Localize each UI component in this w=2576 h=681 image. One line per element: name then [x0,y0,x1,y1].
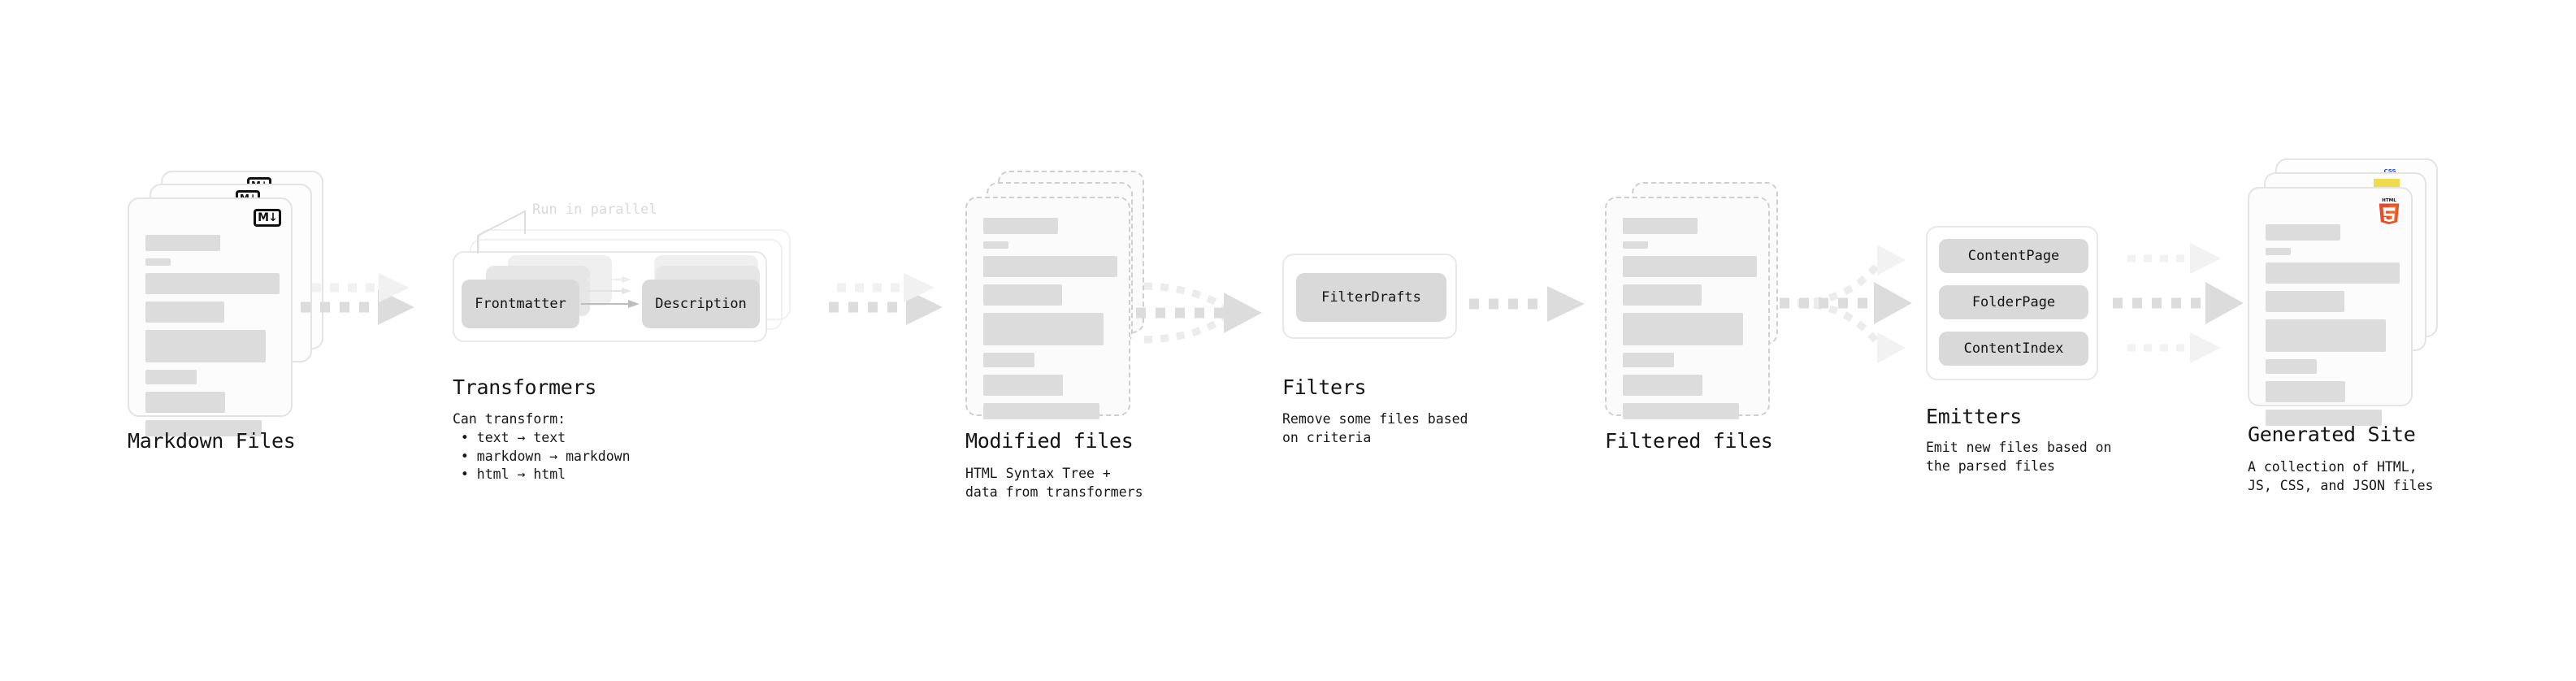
markdown-icon: M↓ [254,209,281,227]
modified-card-front [965,197,1130,419]
html5-icon: HTML [2379,198,2400,224]
arrow-filters-to-filtered [1469,286,1585,322]
svg-text:HTML: HTML [2382,198,2396,203]
emitters-title: Emitters [1926,405,2023,428]
site-skeleton-bars [2266,224,2400,433]
generated-site-subtitle: A collection of HTML, JS, CSS, and JSON … [2248,459,2434,493]
filtered-files-title: Filtered files [1605,429,1773,453]
arrow-emitters-to-site [2113,243,2244,363]
arrow-transformers-to-modified [829,273,943,325]
emitters-pill-contentpage[interactable]: ContentPage [1939,239,2088,273]
transformers-pill-frontmatter[interactable]: Frontmatter [462,280,579,328]
markdown-files-title: Markdown Files [128,429,296,453]
transformers-title: Transformers [453,375,597,399]
filters-pill-filterdrafts[interactable]: FilterDrafts [1296,273,1446,322]
run-in-parallel-label: Run in parallel [532,202,657,218]
modified-files-title: Modified files [965,429,1134,453]
transformers-inner-arrows [581,276,640,308]
transformers-pill-description[interactable]: Description [642,280,760,328]
emitters-pill-folderpage[interactable]: FolderPage [1939,285,2088,319]
transformers-subtitle: Can transform: • text → text • markdown … [453,411,631,483]
modified-skeleton-bars [983,218,1117,427]
emitters-group: ContentPage FolderPage ContentIndex [1926,226,2098,380]
filtered-card-front [1605,197,1770,419]
filters-group: FilterDrafts [1282,254,1457,339]
filters-title: Filters [1282,375,1367,399]
emitters-pill-contentindex[interactable]: ContentIndex [1939,332,2088,366]
emitters-subtitle: Emit new files based on the parsed files [1926,440,2112,474]
filtered-skeleton-bars [1623,218,1757,427]
svg-text:CSS: CSS [2383,168,2396,175]
generated-site-title: Generated Site [2248,423,2416,446]
modified-files-subtitle: HTML Syntax Tree + data from transformer… [965,466,1143,500]
run-in-parallel-leader [477,210,526,254]
site-card-front-html: HTML [2248,187,2413,426]
markdown-card-front: M↓ [128,197,293,436]
arrow-filtered-to-emitters [1780,245,1912,363]
arrow-markdown-to-transformers [301,273,414,325]
arrow-modified-to-filters [1136,282,1262,344]
markdown-skeleton-bars [145,235,280,444]
filters-subtitle: Remove some files based on criteria [1282,411,1468,445]
